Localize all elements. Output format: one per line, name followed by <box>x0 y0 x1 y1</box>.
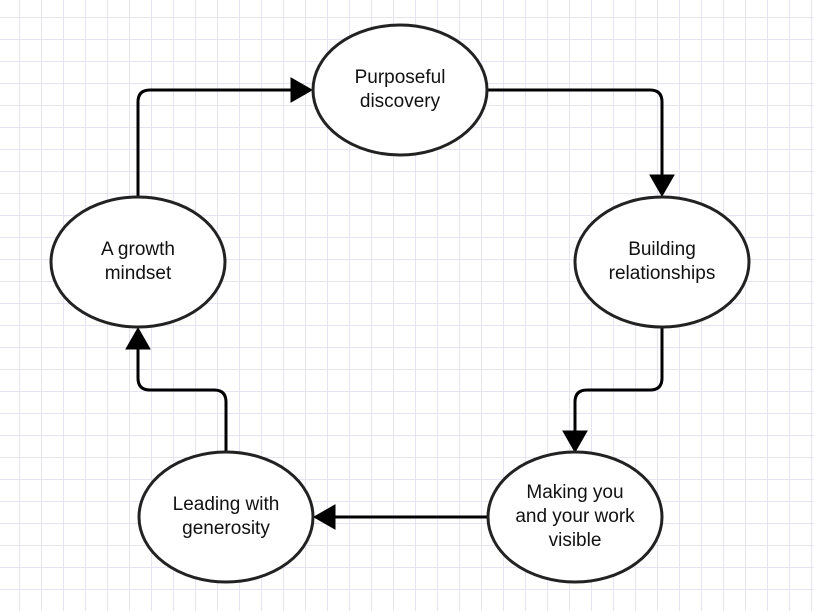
arrowhead-left-icon <box>312 504 336 530</box>
edge-mindset-to-discovery <box>136 77 314 197</box>
edge-relationships-to-visible <box>562 328 664 454</box>
label-making-work-visible: Making you and your work visible <box>515 482 635 551</box>
label-growth-mindset: A growth mindset <box>101 239 175 284</box>
node-growth-mindset[interactable] <box>49 195 227 329</box>
arrowhead-down-icon <box>562 430 588 454</box>
node-leading-with-generosity[interactable] <box>137 450 315 584</box>
node-making-work-visible[interactable] <box>486 450 664 584</box>
edge-generosity-to-mindset <box>125 326 228 452</box>
edge-visible-to-generosity <box>312 504 488 530</box>
edge-discovery-to-relationships <box>487 88 675 198</box>
arrowhead-up-icon <box>125 326 151 350</box>
node-building-relationships[interactable] <box>573 195 751 329</box>
arrowhead-right-icon <box>290 77 314 103</box>
label-building-relationships: Building relationships <box>608 239 716 284</box>
label-purposeful-discovery: Purposeful discovery <box>354 67 446 112</box>
label-leading-with-generosity: Leading with generosity <box>172 494 280 539</box>
node-purposeful-discovery[interactable] <box>311 23 489 157</box>
arrowhead-down-icon <box>649 174 675 198</box>
